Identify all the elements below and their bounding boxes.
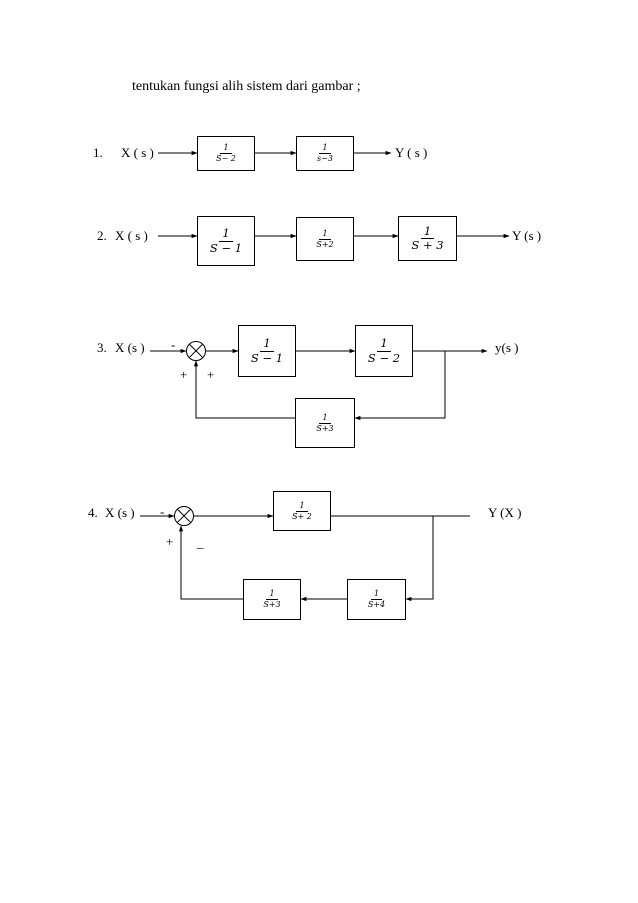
d2-block-1-numerator: 1 [219, 227, 233, 242]
d4-summing-junction [174, 506, 194, 526]
d2-block-3-numerator: 1 [420, 225, 435, 239]
d2-output-label: Y (s ) [512, 228, 542, 243]
d4-sign-right: _ [197, 535, 204, 550]
d1-number: 1. [93, 145, 103, 160]
d4-line-feedback-return [178, 525, 243, 600]
d1-block-2-denominator: s−3 [317, 154, 333, 163]
d4-sign-left: + [166, 534, 174, 549]
d4-feedback-1-numerator: 1 [266, 590, 278, 600]
d4-block-1-numerator: 1 [296, 501, 308, 512]
d3-summing-junction [186, 341, 206, 361]
d4-line-feedback-down [405, 516, 434, 602]
d3-sign-right: + [207, 367, 215, 382]
d4-block-1-denominator: S+ 2 [292, 511, 312, 521]
d3-number: 3. [97, 340, 107, 355]
d1-block-2-numerator: 1 [319, 144, 331, 154]
d4-feedback-2-denominator: S+4 [367, 600, 386, 609]
d3-block-1-numerator: 1 [260, 337, 274, 352]
d2-block-1-denominator: S − 1 [209, 240, 243, 255]
d2-block-2-denominator: S+2 [316, 239, 334, 249]
d2-block-3-denominator: S + 3 [411, 238, 444, 252]
d4-number: 4. [88, 505, 98, 520]
d1-output-label: Y ( s ) [395, 145, 428, 160]
d3-output-label: y(s ) [495, 340, 519, 355]
instruction-title: tentukan fungsi alih sistem dari gambar … [132, 79, 361, 94]
d1-input-label: X ( s ) [121, 145, 154, 160]
d3-line-feedback-return [193, 360, 295, 419]
d4-sign-input: - [160, 504, 165, 519]
d3-block-1-denominator: S − 1 [250, 350, 284, 365]
d4-input-label: X (s ) [105, 505, 135, 520]
d3-block-2-numerator: 1 [377, 337, 391, 352]
d3-block-2-denominator: S − 2 [367, 350, 401, 365]
d4-feedback-1-denominator: S+3 [263, 600, 281, 609]
d3-feedback-numerator: 1 [319, 413, 331, 424]
d3-feedback-denominator: S+3 [316, 423, 334, 433]
d4-feedback-2-numerator: 1 [370, 590, 383, 600]
d2-input-label: X ( s ) [115, 228, 148, 243]
d2-number: 2. [97, 228, 107, 243]
d3-input-label: X (s ) [115, 340, 145, 355]
d4-output-label: Y (X ) [488, 505, 522, 520]
d1-block-1-denominator: S− 2 [216, 154, 236, 163]
d1-block-1-numerator: 1 [220, 144, 232, 154]
d2-block-2-numerator: 1 [319, 229, 331, 240]
d3-sign-input: - [171, 337, 176, 352]
d3-sign-left: + [180, 367, 188, 382]
d3-line-feedback-down [354, 351, 446, 421]
